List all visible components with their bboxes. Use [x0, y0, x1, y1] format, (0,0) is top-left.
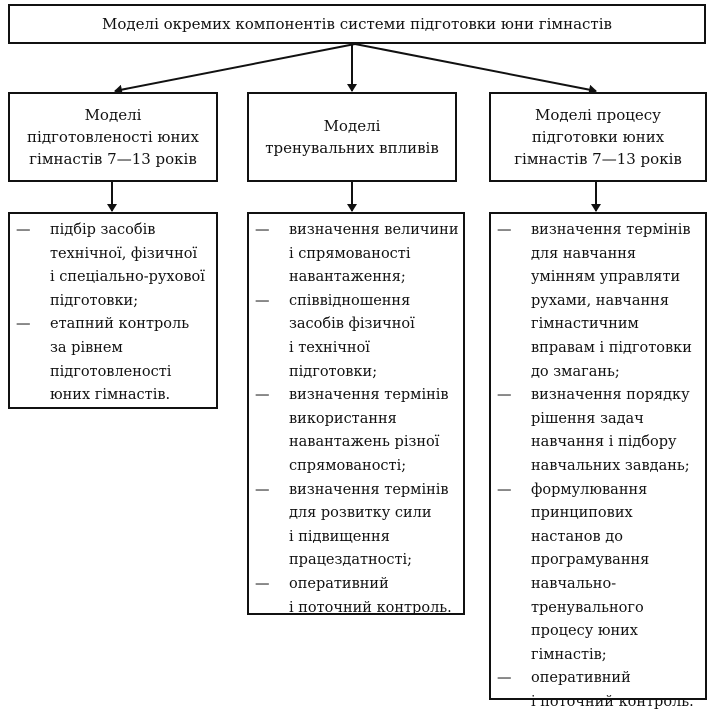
- bullet-dash: —: [497, 387, 512, 404]
- list-item: — співвідношення засобів фізичної і техн…: [255, 290, 457, 384]
- list-item: — оперативний і поточний контроль.: [255, 573, 457, 620]
- bullet-dash: —: [497, 670, 512, 687]
- model-training-heading: Моделі тренувальних впливів: [265, 117, 439, 157]
- arrow-to-model-process: [354, 43, 597, 95]
- bullet-dash: —: [16, 222, 31, 238]
- model-training-box: Моделі тренувальних впливів: [247, 92, 457, 182]
- bullet-dash: —: [497, 481, 512, 498]
- arrow-to-model-readiness: [114, 43, 356, 95]
- process-list-box: — визначення термінів для навчання умінн…: [489, 212, 707, 710]
- model-readiness-box: Моделі підготовленості юних гімнастів 7—…: [8, 92, 218, 182]
- readiness-list-box: — підбір засобів технічної, фізичної і с…: [8, 212, 218, 409]
- list-item: — визначення порядку рішення задач навча…: [497, 384, 699, 478]
- list-item: — визначення термінів для розвитку сили …: [255, 479, 457, 573]
- bullet-dash: —: [255, 387, 270, 404]
- diagram-title-box: Моделі окремих компонентів системи підго…: [8, 4, 706, 44]
- list-item: — визначення величини і спрямованості на…: [255, 219, 459, 290]
- list-item: — оперативний і поточний контроль.: [497, 667, 699, 714]
- list-item: — визначення термінів використання наван…: [255, 384, 457, 478]
- list-item: — етапний контроль за рівнем підготовлен…: [16, 313, 210, 407]
- bullet-dash: —: [255, 222, 270, 238]
- diagram-title: Моделі окремих компонентів системи підго…: [102, 15, 612, 33]
- bullet-dash: —: [16, 316, 31, 333]
- list-item: — формулювання принципових настанов до п…: [497, 479, 699, 668]
- model-readiness-heading: Моделі підготовленості юних гімнастів 7—…: [27, 106, 199, 168]
- bullet-dash: —: [255, 481, 270, 498]
- bullet-dash: —: [497, 222, 512, 238]
- list-item: — визначення термінів для навчання умінн…: [497, 219, 699, 384]
- training-list-box: — визначення величини і спрямованості на…: [247, 212, 465, 616]
- model-process-box: Моделі процесу підготовки юних гімнастів…: [489, 92, 707, 182]
- model-process-heading: Моделі процесу підготовки юних гімнастів…: [514, 106, 682, 168]
- list-item: — підбір засобів технічної, фізичної і с…: [16, 219, 210, 313]
- bullet-dash: —: [255, 575, 270, 592]
- bullet-dash: —: [255, 292, 270, 309]
